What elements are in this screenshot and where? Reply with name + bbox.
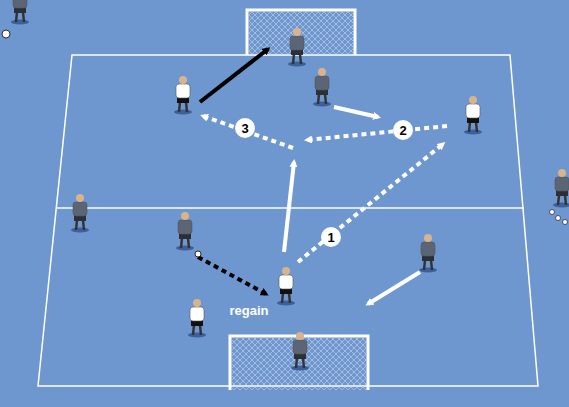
player-figure <box>291 332 309 371</box>
balls <box>2 30 568 257</box>
player-figure <box>419 234 437 273</box>
player-figure <box>176 212 194 251</box>
callout-circles <box>235 118 413 247</box>
player-figure <box>553 169 569 208</box>
callout-number: 1 <box>327 231 334 244</box>
player-figure <box>188 299 206 338</box>
player-figure <box>288 28 306 67</box>
bottom-goal <box>230 336 368 390</box>
callout-number: 2 <box>399 124 406 137</box>
player-figure <box>174 76 192 115</box>
callout-number: 3 <box>241 122 248 135</box>
player-figure <box>464 96 482 135</box>
player-figure <box>11 0 29 25</box>
player-figure <box>71 194 89 233</box>
player-figure <box>313 68 331 107</box>
action-label: regain <box>229 304 268 317</box>
player-figure <box>277 267 295 306</box>
movement-arrows <box>198 49 447 304</box>
top-goal <box>247 10 355 55</box>
